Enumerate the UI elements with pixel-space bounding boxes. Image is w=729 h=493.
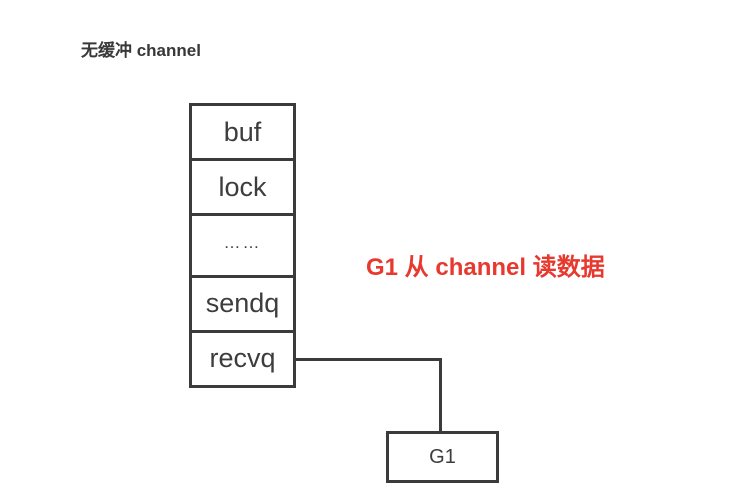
channel-field-buf: buf (192, 106, 293, 162)
channel-field-lock: lock (192, 161, 293, 217)
channel-field-ellipsis: …… (192, 216, 293, 278)
channel-field-sendq: sendq (192, 278, 293, 333)
diagram-title: 无缓冲 channel (81, 41, 201, 60)
annotation-text: G1 从 channel 读数据 (366, 254, 605, 281)
goroutine-g1-label: G1 (429, 445, 456, 468)
connector-horizontal-line (296, 358, 442, 361)
channel-field-recvq: recvq (209, 343, 276, 374)
channel-struct-box: buf lock …… sendq recvq (189, 103, 296, 388)
connector-vertical-line (439, 358, 442, 434)
goroutine-g1-box: G1 (386, 431, 499, 483)
